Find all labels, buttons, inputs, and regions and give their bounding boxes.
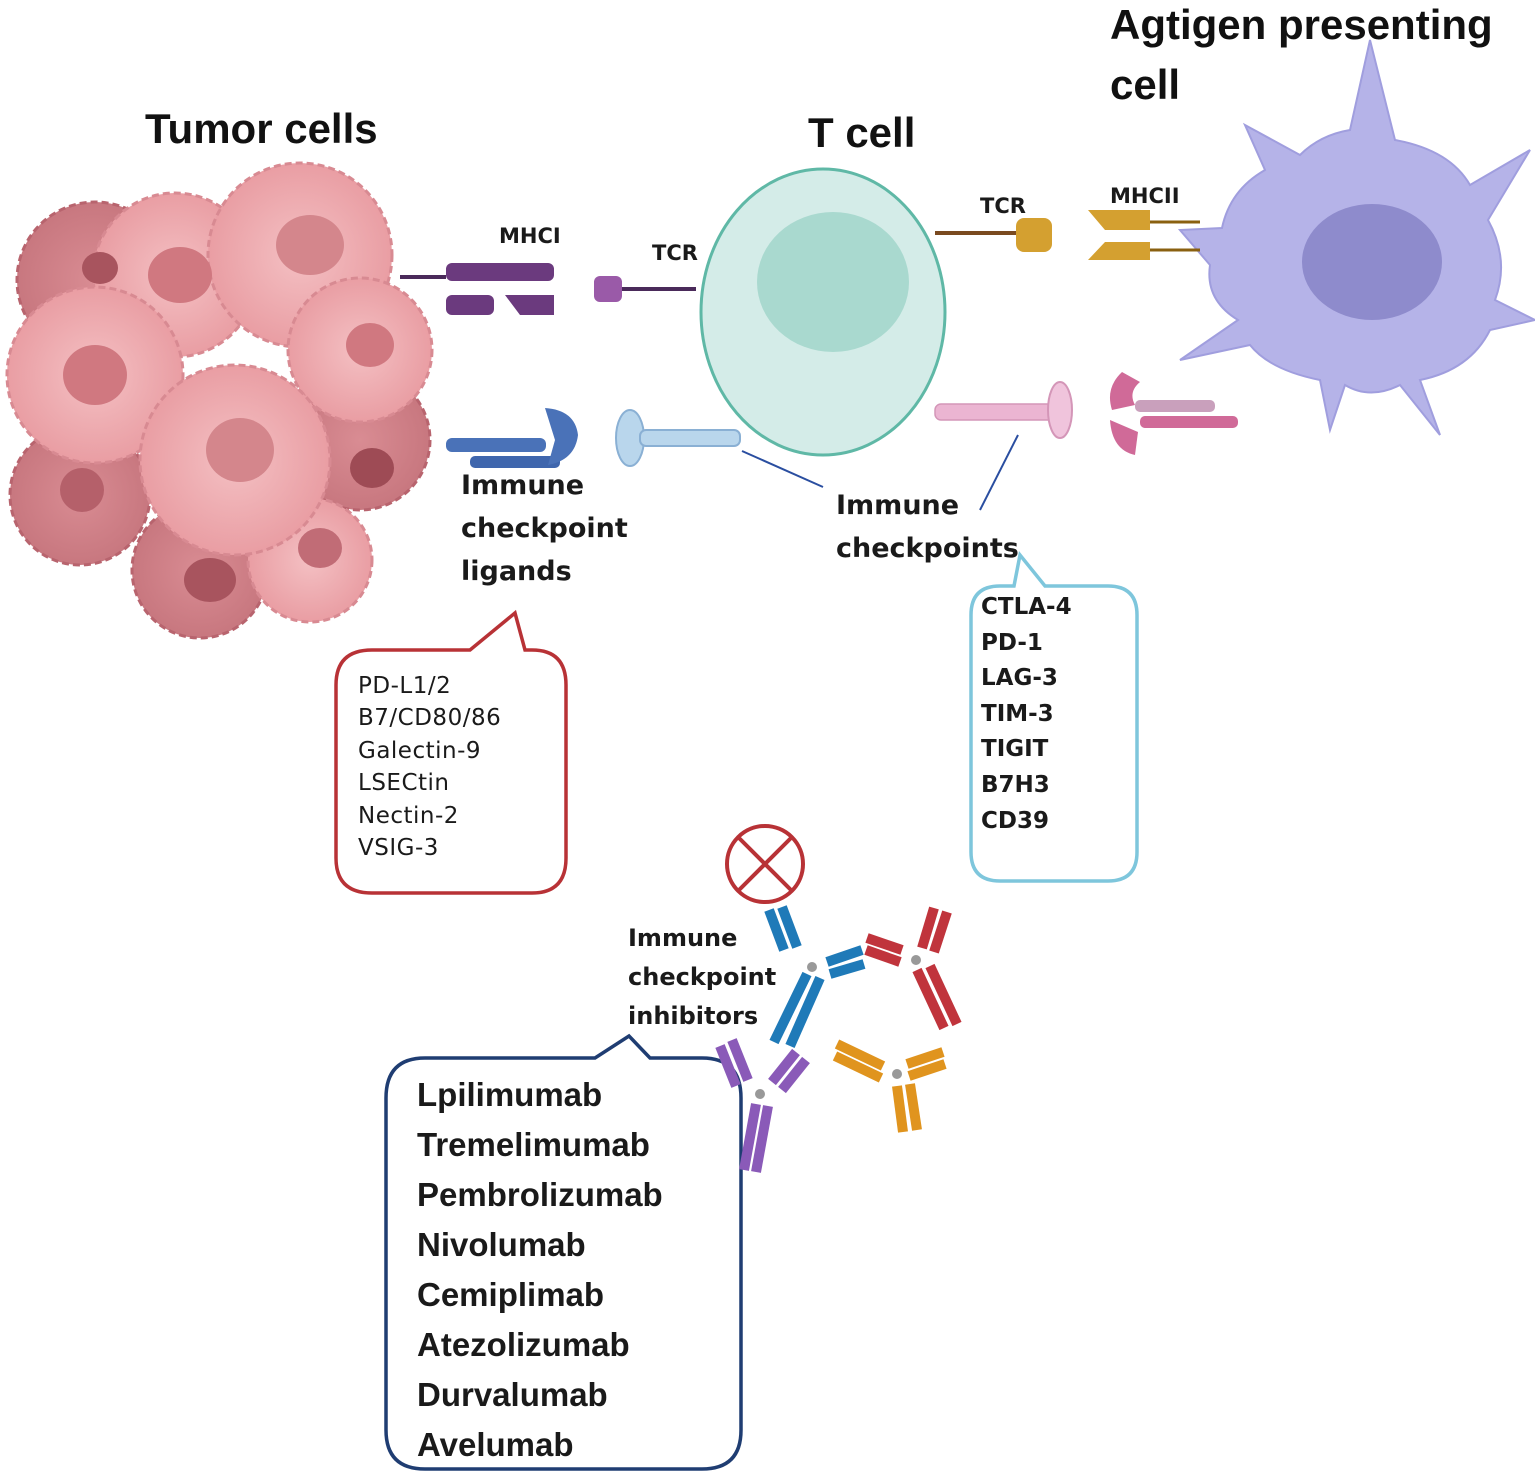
inhibitor-item: Lpilimumab — [417, 1076, 603, 1113]
inhibitor-item: Avelumab — [417, 1426, 574, 1463]
antigen-presenting-cell — [1177, 39, 1535, 436]
checkpoint-receptor-left — [615, 409, 741, 467]
apc-checkpoint-ligand — [1109, 372, 1238, 455]
checkpoint-item: TIM-3 — [981, 700, 1054, 727]
ligand-callout-box — [334, 609, 568, 895]
inhibition-circle-x-icon — [725, 824, 805, 904]
inhibitor-item: Nivolumab — [417, 1226, 586, 1263]
antibody-icon — [715, 1038, 810, 1173]
inhibitor-item: Atezolizumab — [417, 1326, 630, 1363]
inhibitor-item: Durvalumab — [417, 1376, 608, 1413]
ligand-list: PD-L1/2 B7/CD80/86 Galectin-9 LSECtin Ne… — [358, 670, 501, 864]
inhibitor-item: Cemiplimab — [417, 1276, 605, 1313]
ligands-caption-line: checkpoint — [461, 513, 628, 544]
t-cell-title: T cell — [808, 109, 916, 156]
ligand-item: B7/CD80/86 — [358, 705, 502, 732]
checkpoint-callout-box — [969, 550, 1139, 883]
checkpoint-item: LAG-3 — [981, 665, 1058, 692]
checkpoints-caption: Immune checkpoints — [836, 484, 1019, 570]
checkpoint-receptor-right — [934, 381, 1073, 439]
checkpoint-ligand-receptor — [446, 408, 578, 468]
ligands-caption-line: ligands — [461, 556, 572, 587]
t-cell — [699, 167, 947, 457]
ligand-item: VSIG-3 — [358, 835, 439, 862]
mhc1-receptor — [400, 263, 554, 315]
ligands-caption-line: Immune — [461, 470, 585, 501]
apc-title-line2: cell — [1110, 61, 1181, 108]
antibody-icon — [764, 905, 866, 1049]
inhibitors-caption-line: Immune — [628, 924, 738, 952]
ligand-item: Nectin-2 — [358, 802, 459, 829]
checkpoint-item: CTLA-4 — [981, 594, 1072, 620]
inhibitors-caption-line: checkpoint — [628, 963, 777, 991]
ligand-item: LSECtin — [358, 770, 450, 797]
tcr-left-label: TCR — [652, 241, 698, 265]
inhibitor-item: Pembrolizumab — [417, 1176, 663, 1213]
tcr-left-receptor — [594, 276, 696, 302]
checkpoints-caption-line: Immune — [836, 490, 960, 521]
tumor-cells-title: Tumor cells — [145, 105, 378, 152]
antibody-icon — [864, 906, 962, 1031]
checkpoint-pointer-right — [979, 434, 1019, 511]
mhc2-label: MHCII — [1110, 184, 1180, 208]
checkpoint-list: CTLA-4 PD-1 LAG-3 TIM-3 TIGIT B7H3 CD39 — [981, 590, 1072, 839]
checkpoint-pointer-left — [741, 450, 824, 488]
inhibitors-caption-line: inhibitors — [628, 1002, 759, 1030]
ligand-item: PD-L1/2 — [358, 673, 452, 699]
ligand-item: Galectin-9 — [358, 737, 482, 764]
tumor-cell-cluster — [5, 161, 434, 640]
ligands-caption: Immune checkpoint ligands — [461, 464, 628, 593]
inhibitors-caption: Immune checkpoint inhibitors — [628, 919, 776, 1036]
checkpoint-item: B7H3 — [981, 771, 1050, 798]
checkpoint-item: CD39 — [981, 807, 1049, 834]
tcr-right-label: TCR — [980, 194, 1026, 218]
inhibitor-item: Tremelimumab — [417, 1126, 650, 1163]
inhibitor-list: Lpilimumab Tremelimumab Pembrolizumab Ni… — [417, 1070, 663, 1470]
checkpoint-item: TIGIT — [981, 736, 1049, 763]
checkpoint-item: PD-1 — [981, 629, 1043, 656]
tcr-right-receptor — [935, 218, 1052, 252]
antibody-icon — [832, 1039, 947, 1133]
mhc1-label: MHCI — [499, 224, 561, 248]
checkpoints-caption-line: checkpoints — [836, 533, 1019, 564]
mhc2-receptor — [1088, 210, 1200, 260]
apc-title-line1: Agtigen presenting — [1110, 1, 1493, 48]
